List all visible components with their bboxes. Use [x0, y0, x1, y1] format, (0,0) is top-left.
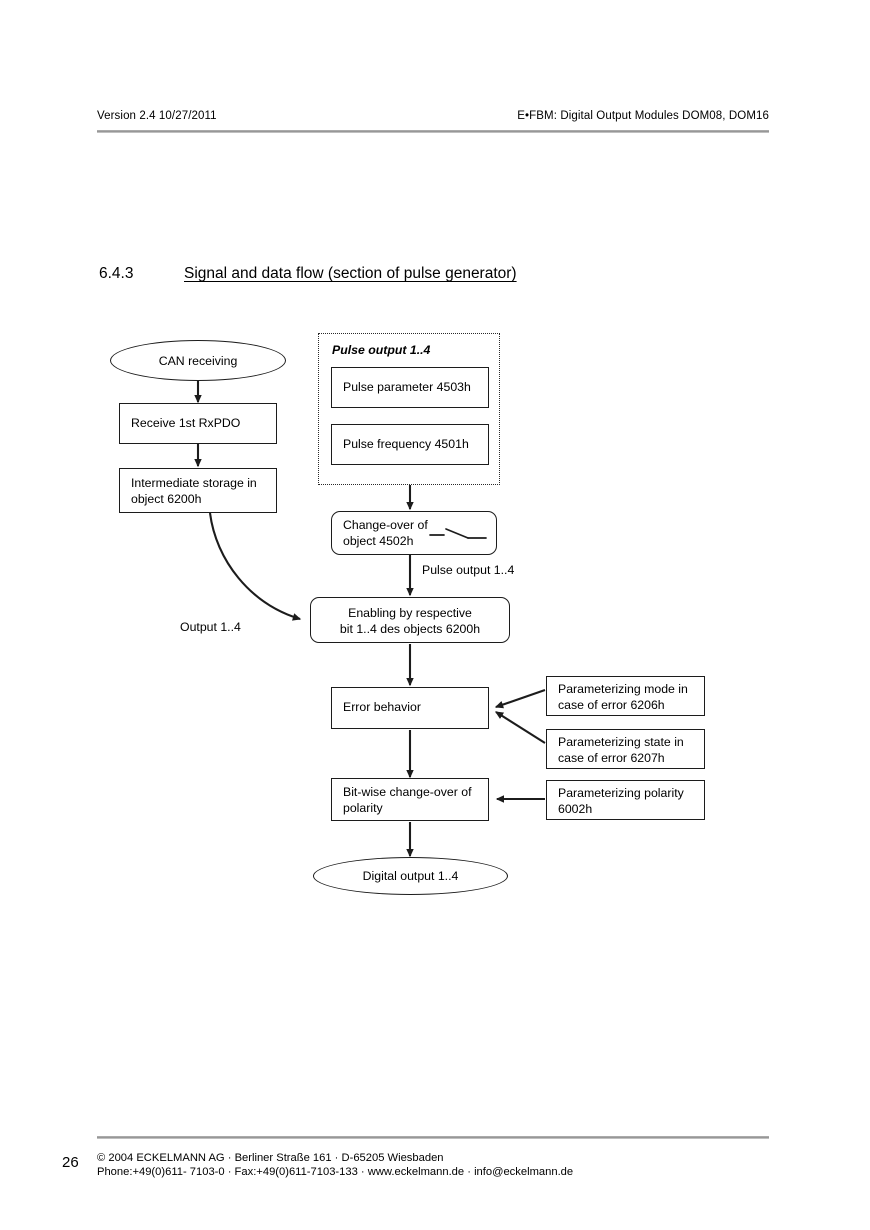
header-document: E•FBM: Digital Output Modules DOM08, DOM… [517, 110, 769, 122]
node-digital-output[interactable]: Digital output 1..4 [313, 857, 508, 895]
node-bitwise-change-over-line1: Bit-wise change-over of [343, 785, 472, 799]
node-digital-output-label: Digital output 1..4 [362, 869, 459, 883]
header-rule [97, 130, 769, 133]
section-title: Signal and data flow (section of pulse g… [184, 265, 517, 282]
node-pulse-parameter[interactable]: Pulse parameter 4503h [331, 367, 489, 408]
node-can-receiving[interactable]: CAN receiving [110, 340, 286, 381]
node-bitwise-change-over-line2: polarity [343, 801, 383, 815]
group-pulse-output-title: Pulse output 1..4 [332, 343, 431, 357]
node-can-receiving-label: CAN receiving [158, 353, 238, 368]
node-parameterizing-mode-line1: Parameterizing mode in [558, 682, 688, 696]
node-enabling-line2: bit 1..4 des objects 6200h [339, 622, 481, 636]
node-change-over-line1: Change-over of [343, 518, 428, 532]
node-pulse-frequency[interactable]: Pulse frequency 4501h [331, 424, 489, 465]
node-bitwise-change-over[interactable]: Bit-wise change-over of polarity [331, 778, 489, 821]
node-enabling[interactable]: Enabling by respective bit 1..4 des obje… [310, 597, 510, 643]
node-parameterizing-polarity[interactable]: Parameterizing polarity 6002h [546, 780, 705, 820]
node-parameterizing-state-line2: case of error 6207h [558, 751, 665, 765]
section-number: 6.4.3 [99, 265, 134, 282]
node-receive-rxpdo-label: Receive 1st RxPDO [131, 416, 241, 430]
node-parameterizing-polarity-line2: 6002h [558, 802, 593, 816]
node-parameterizing-mode-line2: case of error 6206h [558, 698, 665, 712]
footer-copyright: © 2004 ECKELMANN AG · Berliner Straße 16… [97, 1152, 444, 1164]
node-parameterizing-polarity-line1: Parameterizing polarity [558, 786, 684, 800]
footer-contact: Phone:+49(0)611- 7103-0 · Fax:+49(0)611-… [97, 1166, 574, 1178]
node-pulse-frequency-label: Pulse frequency 4501h [343, 437, 469, 451]
page-number: 26 [62, 1154, 79, 1171]
edge-label-output: Output 1..4 [180, 620, 241, 634]
node-error-behavior[interactable]: Error behavior [331, 687, 489, 729]
header-version: Version 2.4 10/27/2011 [97, 110, 217, 122]
switch-icon [429, 528, 487, 539]
node-parameterizing-state[interactable]: Parameterizing state in case of error 62… [546, 729, 705, 769]
edge-label-pulse-output: Pulse output 1..4 [422, 563, 515, 577]
node-enabling-line1: Enabling by respective [348, 606, 472, 620]
node-change-over[interactable]: Change-over of object 4502h [331, 511, 497, 555]
node-intermediate-storage-line2: object 6200h [131, 492, 202, 506]
node-change-over-line2: object 4502h [343, 534, 414, 548]
footer-rule [97, 1136, 769, 1139]
node-pulse-parameter-label: Pulse parameter 4503h [343, 380, 471, 394]
page-header: Version 2.4 10/27/2011 E•FBM: Digital Ou… [97, 110, 769, 136]
node-intermediate-storage-line1: Intermediate storage in [131, 476, 257, 490]
node-parameterizing-state-line1: Parameterizing state in [558, 735, 684, 749]
node-parameterizing-mode[interactable]: Parameterizing mode in case of error 620… [546, 676, 705, 716]
node-error-behavior-label: Error behavior [343, 700, 421, 714]
node-receive-rxpdo[interactable]: Receive 1st RxPDO [119, 403, 277, 444]
node-intermediate-storage[interactable]: Intermediate storage in object 6200h [119, 468, 277, 513]
